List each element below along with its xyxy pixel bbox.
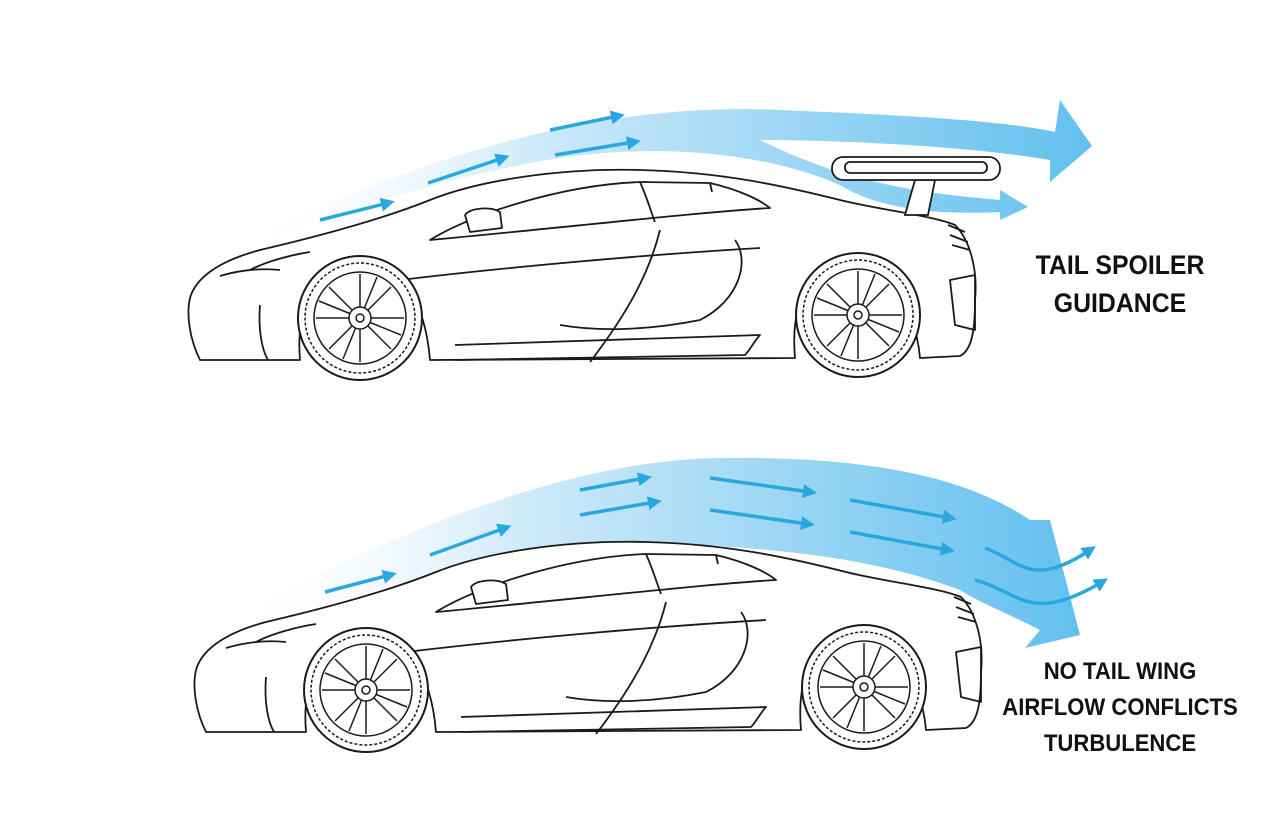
- top-car: [187, 156, 1001, 381]
- flow-arrow: [579, 496, 662, 517]
- flow-arrow: [427, 153, 510, 185]
- top-airflow: [230, 100, 1092, 245]
- turbulence-arrow: [974, 578, 1109, 606]
- turbulence-arrow: [984, 546, 1096, 572]
- flow-arrow: [579, 472, 652, 492]
- flow-arrow: [319, 197, 395, 222]
- top-flow-band: [230, 100, 1092, 245]
- flow-arrow: [709, 508, 815, 530]
- bottom-caption-line3: TURBULENCE: [1043, 730, 1197, 757]
- flow-arrow: [324, 569, 397, 594]
- top-caption-line1: TAIL SPOILER: [1035, 250, 1205, 280]
- top-caption: TAIL SPOILER GUIDANCE: [1010, 246, 1231, 322]
- bottom-caption-line1: NO TAIL WING: [1043, 658, 1197, 685]
- tail-spoiler: [831, 156, 1001, 216]
- flow-arrow: [849, 530, 955, 556]
- flow-arrow: [429, 523, 512, 557]
- bottom-flow-band: [225, 457, 1080, 648]
- bottom-caption: NO TAIL WING AIRFLOW CONFLICTS TURBULENC…: [996, 654, 1244, 762]
- bottom-car: [193, 540, 983, 753]
- flow-arrow: [709, 476, 817, 498]
- bottom-airflow: [225, 457, 1109, 648]
- bottom-caption-line2: AIRFLOW CONFLICTS: [1002, 694, 1238, 721]
- flow-arrow: [549, 110, 625, 132]
- top-caption-line2: GUIDANCE: [1053, 288, 1187, 318]
- flow-arrow: [849, 498, 957, 524]
- flow-arrow: [554, 136, 641, 157]
